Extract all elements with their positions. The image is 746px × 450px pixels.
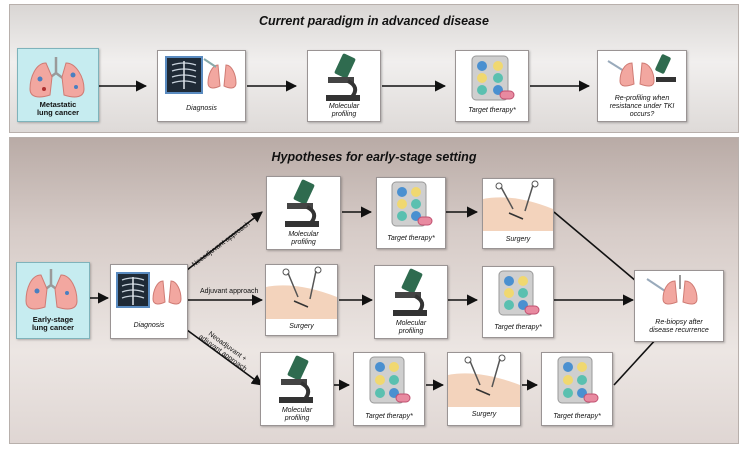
adj-target-label: Target therapy* bbox=[494, 324, 542, 331]
adj-target-therapy: Target therapy* bbox=[482, 266, 554, 338]
pill-pack-icon bbox=[369, 356, 411, 404]
biopsy-lungs-icon bbox=[607, 54, 676, 87]
lungs-icon bbox=[29, 57, 85, 98]
comb-target-therapy-2: Target therapy* bbox=[541, 352, 613, 426]
biopsy-lungs-icon bbox=[646, 275, 698, 305]
current-paradigm-title: Current paradigm in advanced disease bbox=[259, 14, 489, 28]
step-diagnosis-top-label: Diagnosis bbox=[186, 105, 217, 112]
step-reprofiling-label: Re-profiling when resistance under TKI o… bbox=[609, 95, 675, 118]
neo-target-therapy: Target therapy* bbox=[376, 177, 446, 249]
step-early-stage-label: Early-stage lung cancer bbox=[31, 315, 75, 332]
lungs-icon bbox=[25, 269, 78, 310]
step-metastatic-label: Metastatic lung cancer bbox=[36, 100, 80, 117]
early-stage-title: Hypotheses for early-stage setting bbox=[271, 150, 477, 164]
microscope-icon bbox=[279, 355, 313, 403]
step-rebiopsy-label: Re-biopsy after disease recurrence bbox=[649, 319, 709, 334]
microscope-icon bbox=[393, 268, 427, 316]
step-molecular-profiling-top: Molecular profiling bbox=[307, 50, 381, 122]
adj-surgery: Surgery bbox=[265, 264, 338, 336]
chest-xray-icon bbox=[116, 272, 182, 308]
pill-pack-icon bbox=[391, 181, 433, 227]
step-molecular-top-label: Molecular profiling bbox=[328, 103, 360, 118]
neo-surgery: Surgery bbox=[482, 178, 554, 249]
step-reprofiling: Re-profiling when resistance under TKI o… bbox=[597, 50, 687, 122]
adj-surgery-label: Surgery bbox=[289, 323, 314, 330]
microscope-icon bbox=[326, 53, 360, 101]
comb-molecular-profiling: Molecular profiling bbox=[260, 352, 334, 426]
comb-surgery: Surgery bbox=[447, 352, 521, 426]
neo-molecular-profiling: Molecular profiling bbox=[266, 176, 341, 250]
step-diagnosis-bottom: Diagnosis bbox=[110, 264, 188, 339]
comb-surgery-label: Surgery bbox=[471, 411, 497, 418]
comb-target-1-label: Target therapy* bbox=[365, 413, 413, 420]
surgery-icon bbox=[448, 354, 520, 407]
adj-molecular-profiling: Molecular profiling bbox=[374, 265, 448, 339]
step-rebiopsy: Re-biopsy after disease recurrence bbox=[634, 270, 724, 342]
step-metastatic-lung-cancer: Metastatic lung cancer bbox=[17, 48, 99, 122]
step-target-therapy-top: Target therapy* bbox=[455, 50, 529, 122]
step-diagnosis-bottom-label: Diagnosis bbox=[133, 322, 165, 329]
neo-surgery-label: Surgery bbox=[505, 236, 531, 243]
label-adjuvant-approach: Adjuvant approach bbox=[200, 288, 259, 295]
surgery-icon bbox=[483, 180, 553, 231]
comb-target-therapy-1: Target therapy* bbox=[353, 352, 425, 426]
step-diagnosis-top: Diagnosis bbox=[157, 50, 246, 122]
pill-pack-icon bbox=[557, 356, 599, 404]
step-target-top-label: Target therapy* bbox=[468, 107, 516, 114]
pill-pack-icon bbox=[471, 55, 515, 101]
pill-pack-icon bbox=[498, 270, 540, 316]
comb-target-2-label: Target therapy* bbox=[553, 413, 601, 420]
adj-molecular-label: Molecular profiling bbox=[395, 320, 427, 335]
step-early-stage-lung-cancer: Early-stage lung cancer bbox=[16, 262, 90, 339]
chest-xray-icon bbox=[165, 56, 237, 94]
comb-molecular-label: Molecular profiling bbox=[281, 407, 313, 422]
surgery-icon bbox=[266, 266, 337, 319]
neo-molecular-label: Molecular profiling bbox=[288, 231, 319, 246]
microscope-icon bbox=[285, 179, 319, 227]
neo-target-label: Target therapy* bbox=[387, 235, 435, 242]
